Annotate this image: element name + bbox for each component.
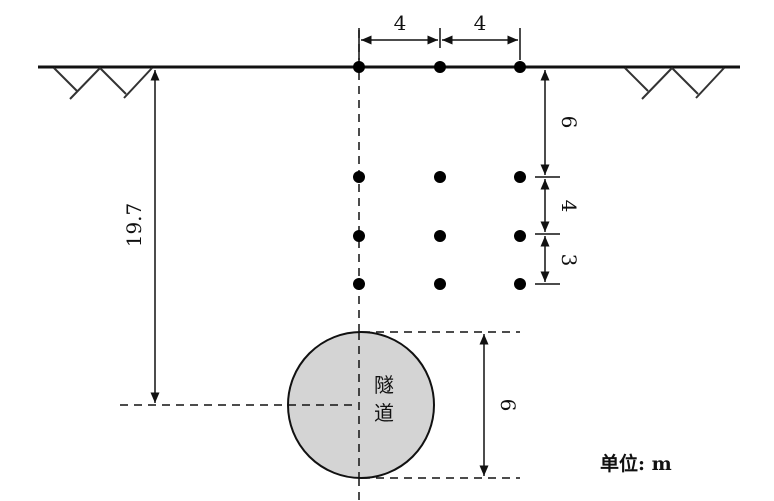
monitoring-point <box>353 230 365 242</box>
tunnel-depth-label: 19.7 <box>122 203 146 248</box>
monitoring-point <box>514 278 526 290</box>
monitoring-point <box>514 230 526 242</box>
ground-hatch-right <box>624 67 725 100</box>
monitoring-point <box>353 61 365 73</box>
monitoring-point <box>353 171 365 183</box>
top-spacing-1-label: 4 <box>394 11 407 35</box>
unit-label: 单位: m <box>600 452 672 475</box>
tunnel-diameter-label: 6 <box>496 399 520 412</box>
tunnel-label-1: 隧 <box>374 373 394 397</box>
depth-first-row-label: 6 <box>557 116 581 129</box>
monitoring-points <box>353 61 526 290</box>
ground-hatch-left <box>53 67 153 100</box>
row-spacing-2-label: 3 <box>557 254 581 267</box>
right-dimension <box>535 70 560 285</box>
row-spacing-1-label: 4 <box>557 200 581 213</box>
monitoring-point <box>434 61 446 73</box>
tunnel-label-2: 道 <box>374 401 394 425</box>
top-spacing-2-label: 4 <box>474 11 487 35</box>
monitoring-point <box>434 230 446 242</box>
monitoring-point <box>353 278 365 290</box>
monitoring-point <box>434 278 446 290</box>
top-dimension <box>358 28 521 60</box>
monitoring-point <box>434 171 446 183</box>
monitoring-point <box>514 61 526 73</box>
monitoring-point <box>514 171 526 183</box>
